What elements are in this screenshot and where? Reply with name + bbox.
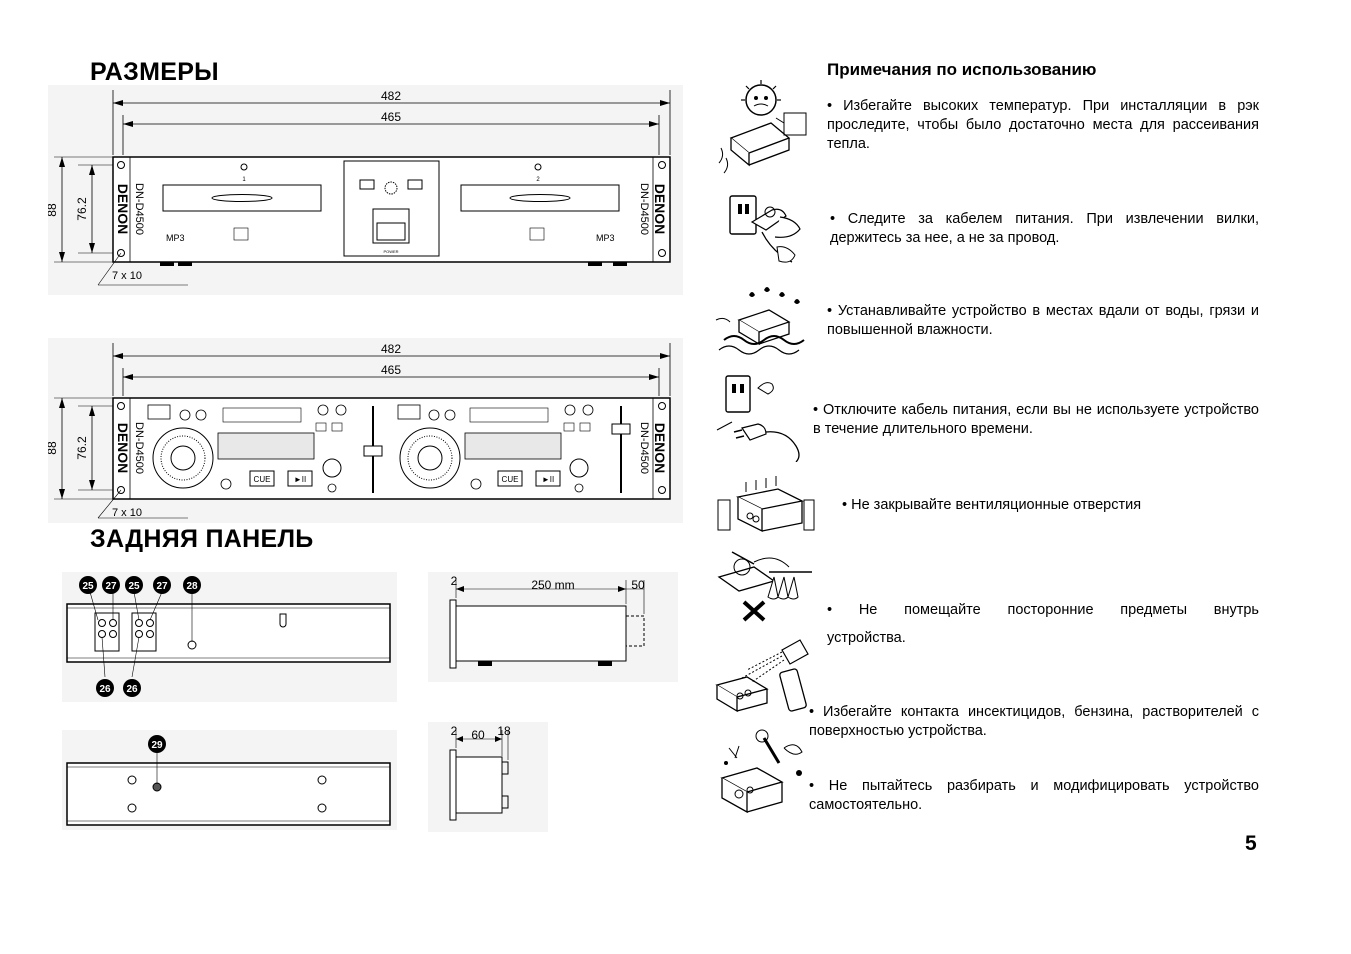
callout-26-a: 26 xyxy=(99,684,111,695)
dim-76-2: 76.2 xyxy=(75,197,89,221)
cd-logo-right-icon xyxy=(529,227,545,241)
note-unplug: • Отключите кабель питания, если вы не и… xyxy=(813,402,1259,437)
foreign-objects-icon xyxy=(717,551,812,622)
ctrl-dim-88: 88 xyxy=(48,441,59,455)
callout-25-a: 25 xyxy=(82,581,94,592)
ctrl-dim-465: 465 xyxy=(381,363,401,377)
depth-dim-50: 50 xyxy=(631,578,645,592)
note-heat: • Избегайте высоких температур. При инст… xyxy=(827,98,1259,152)
bottom-view-drawing: 29 xyxy=(62,730,397,830)
side-view-controller-drawing: 2 60 18 xyxy=(428,722,548,832)
brand-left: DENON xyxy=(115,184,131,235)
dimensions-title: РАЗМЕРЫ xyxy=(90,58,219,86)
mp3-logo-right: MP3 xyxy=(596,233,615,243)
note-power-cable: • Следите за кабелем питания. При извлеч… xyxy=(830,211,1259,246)
dim-465: 465 xyxy=(381,110,401,124)
insecticide-spray-icon xyxy=(715,639,809,713)
hole-size-label: 7 x 10 xyxy=(112,270,142,282)
cd-logo-left-icon xyxy=(233,227,249,241)
model-right: DN-D4500 xyxy=(638,183,650,235)
ctrl-depth-dim-18: 18 xyxy=(497,724,511,738)
ctrl-play-left: ►II xyxy=(294,475,306,484)
depth-dim-2: 2 xyxy=(451,574,458,588)
ctrl-cue-right: CUE xyxy=(502,475,519,484)
note-foreign-objects-cont: устройства. xyxy=(827,630,906,646)
controller-dimension-drawing: 482 465 88 76.2 DENON DN-D4500 DENON DN-… xyxy=(48,338,683,523)
dim-88: 88 xyxy=(48,203,59,217)
model-left: DN-D4500 xyxy=(133,183,145,235)
callout-27-b: 27 xyxy=(156,581,168,592)
water-dirt-icon xyxy=(715,287,805,355)
note-foreign-objects: • Не помещайте посторонние предметы внут… xyxy=(827,602,1259,618)
callout-25-b: 25 xyxy=(128,581,140,592)
side-view-depth-drawing: 2 250 mm 50 xyxy=(428,572,678,682)
ctrl-depth-dim-2: 2 xyxy=(451,724,458,738)
page-number: 5 xyxy=(1245,832,1257,855)
callout-28: 28 xyxy=(186,581,198,592)
usage-notes-title: Примечания по использованию xyxy=(827,60,1097,79)
ctrl-dim-76-2: 76.2 xyxy=(75,436,89,460)
ctrl-dim-482: 482 xyxy=(381,342,401,356)
note-water: • Устанавливайте устройство в местах вда… xyxy=(827,303,1259,338)
rear-panel-title: ЗАДНЯЯ ПАНЕЛЬ xyxy=(90,525,314,553)
depth-dim-250: 250 mm xyxy=(531,578,574,592)
power-plug-icon xyxy=(729,195,801,263)
ventilation-icon xyxy=(717,476,815,533)
callout-27-a: 27 xyxy=(105,581,117,592)
ctrl-brand-right: DENON xyxy=(652,423,668,474)
rear-panel-drawing: 25 27 25 27 28 26 26 xyxy=(62,572,397,702)
heat-warning-icon xyxy=(718,80,807,174)
ctrl-cue-left: CUE xyxy=(254,475,271,484)
ctrl-hole-size-label: 7 x 10 xyxy=(112,507,142,519)
ctrl-model-right: DN-D4500 xyxy=(638,422,650,474)
callout-26-b: 26 xyxy=(126,684,138,695)
ctrl-play-right: ►II xyxy=(542,475,554,484)
ctrl-model-left: DN-D4500 xyxy=(133,422,145,474)
dim-482: 482 xyxy=(381,89,401,103)
note-ventilation: • Не закрывайте вентиляционные отверстия xyxy=(842,497,1142,513)
power-label: POWER xyxy=(383,249,398,254)
note-insecticides: • Избегайте контакта инсектицидов, бензи… xyxy=(809,704,1259,739)
disassembly-icon xyxy=(720,729,803,814)
brand-right: DENON xyxy=(652,184,668,235)
mp3-logo-left: MP3 xyxy=(166,233,185,243)
slot-1-label: 1 xyxy=(242,177,246,183)
ctrl-depth-dim-60: 60 xyxy=(471,728,485,742)
unplug-icon xyxy=(716,375,800,462)
slot-2-label: 2 xyxy=(536,177,540,183)
front-unit-dimension-drawing: 482 465 88 76.2 DENON DN-D4500 DENON DN-… xyxy=(48,85,683,295)
ctrl-brand-left: DENON xyxy=(115,423,131,474)
note-disassembly: • Не пытайтесь разбирать и модифицироват… xyxy=(809,778,1259,813)
callout-29: 29 xyxy=(151,740,163,751)
